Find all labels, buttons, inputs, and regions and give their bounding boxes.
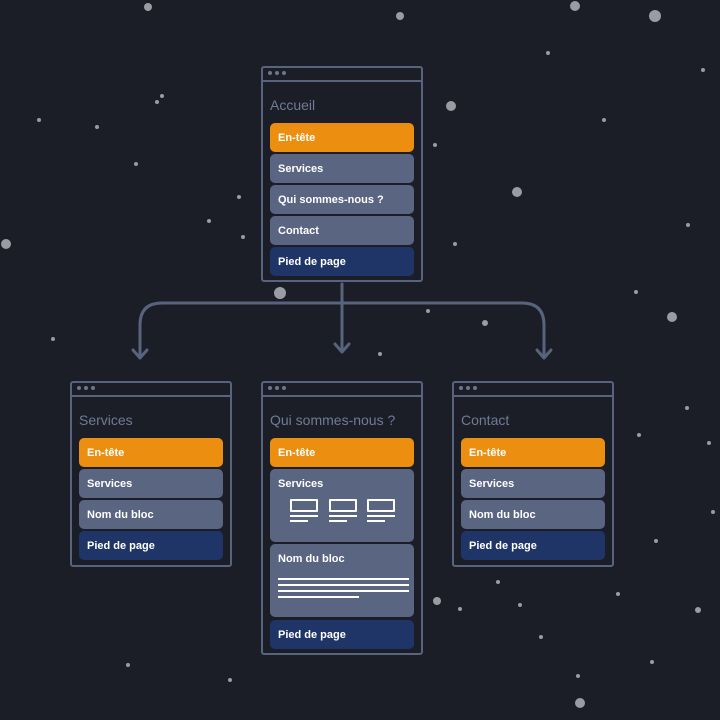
screen-thumbnail-icon [367, 499, 395, 522]
star-dot [274, 287, 286, 299]
block-footer: Pied de page [270, 247, 414, 276]
star-dot [695, 607, 701, 613]
star-dot [496, 580, 500, 584]
screen-thumbnail-icon [329, 499, 357, 522]
star-dot [426, 309, 430, 313]
star-dot [446, 101, 456, 111]
window-dots-icon [268, 386, 286, 390]
block-services: Services [270, 154, 414, 183]
star-dot [378, 352, 382, 356]
star-dot [482, 320, 488, 326]
block-services: Services [270, 469, 414, 542]
block-generic: Nom du bloc [461, 500, 605, 529]
page-title: Qui sommes-nous ? [270, 412, 396, 428]
star-dot [433, 143, 437, 147]
page-title: Contact [461, 412, 510, 428]
window-titlebar [263, 383, 421, 397]
block-services: Services [79, 469, 223, 498]
arrowhead-left [131, 348, 149, 360]
star-dot [134, 162, 138, 166]
block-generic: Nom du bloc [270, 544, 414, 617]
star-dot [207, 219, 211, 223]
star-dot [637, 433, 641, 437]
block-services: Services [461, 469, 605, 498]
star-dot [576, 674, 580, 678]
window-contact: Contact En-tête Services Nom du bloc Pie… [452, 381, 614, 567]
block-header: En-tête [79, 438, 223, 467]
star-dot [707, 441, 711, 445]
window-titlebar [263, 68, 421, 82]
connector-branch-right [340, 301, 546, 359]
star-dot [95, 125, 99, 129]
arrowhead-center [333, 342, 351, 354]
star-dot [126, 663, 130, 667]
window-dots-icon [268, 71, 286, 75]
window-services: Services En-tête Services Nom du bloc Pi… [70, 381, 232, 567]
star-dot [433, 597, 441, 605]
star-dot [539, 635, 543, 639]
star-dot [1, 239, 11, 249]
star-dot [155, 100, 159, 104]
star-dot [453, 242, 457, 246]
window-dots-icon [77, 386, 95, 390]
block-about: Qui sommes-nous ? [270, 185, 414, 214]
star-dot [458, 607, 462, 611]
star-dot [241, 235, 245, 239]
star-dot [396, 12, 404, 20]
block-header: En-tête [461, 438, 605, 467]
star-dot [654, 539, 658, 543]
star-dot [37, 118, 41, 122]
block-contact: Contact [270, 216, 414, 245]
star-dot [144, 3, 152, 11]
window-dots-icon [459, 386, 477, 390]
star-dot [546, 51, 550, 55]
window-about: Qui sommes-nous ? En-tête Services Nom d… [261, 381, 423, 655]
star-dot [602, 118, 606, 122]
connector-branch-left [138, 301, 344, 359]
star-dot [512, 187, 522, 197]
page-title: Services [79, 412, 133, 428]
star-dot [634, 290, 638, 294]
window-home: Accueil En-tête Services Qui sommes-nous… [261, 66, 423, 282]
window-titlebar [72, 383, 230, 397]
block-footer: Pied de page [461, 531, 605, 560]
star-dot [650, 660, 654, 664]
screen-thumbnail-icon [290, 499, 318, 522]
block-footer: Pied de page [79, 531, 223, 560]
block-header: En-tête [270, 123, 414, 152]
text-lines-icon [278, 578, 409, 600]
block-generic: Nom du bloc [79, 500, 223, 529]
arrowhead-right [535, 348, 553, 360]
star-dot [228, 678, 232, 682]
window-titlebar [454, 383, 612, 397]
block-footer: Pied de page [270, 620, 414, 649]
star-dot [51, 337, 55, 341]
star-dot [685, 406, 689, 410]
star-dot [575, 698, 585, 708]
star-dot [237, 195, 241, 199]
star-dot [570, 1, 580, 11]
star-dot [667, 312, 677, 322]
star-dot [711, 510, 715, 514]
page-title: Accueil [270, 97, 316, 113]
star-dot [701, 68, 705, 72]
star-dot [160, 94, 164, 98]
star-dot [686, 223, 690, 227]
block-header: En-tête [270, 438, 414, 467]
star-dot [518, 603, 522, 607]
star-dot [649, 10, 661, 22]
star-dot [616, 592, 620, 596]
